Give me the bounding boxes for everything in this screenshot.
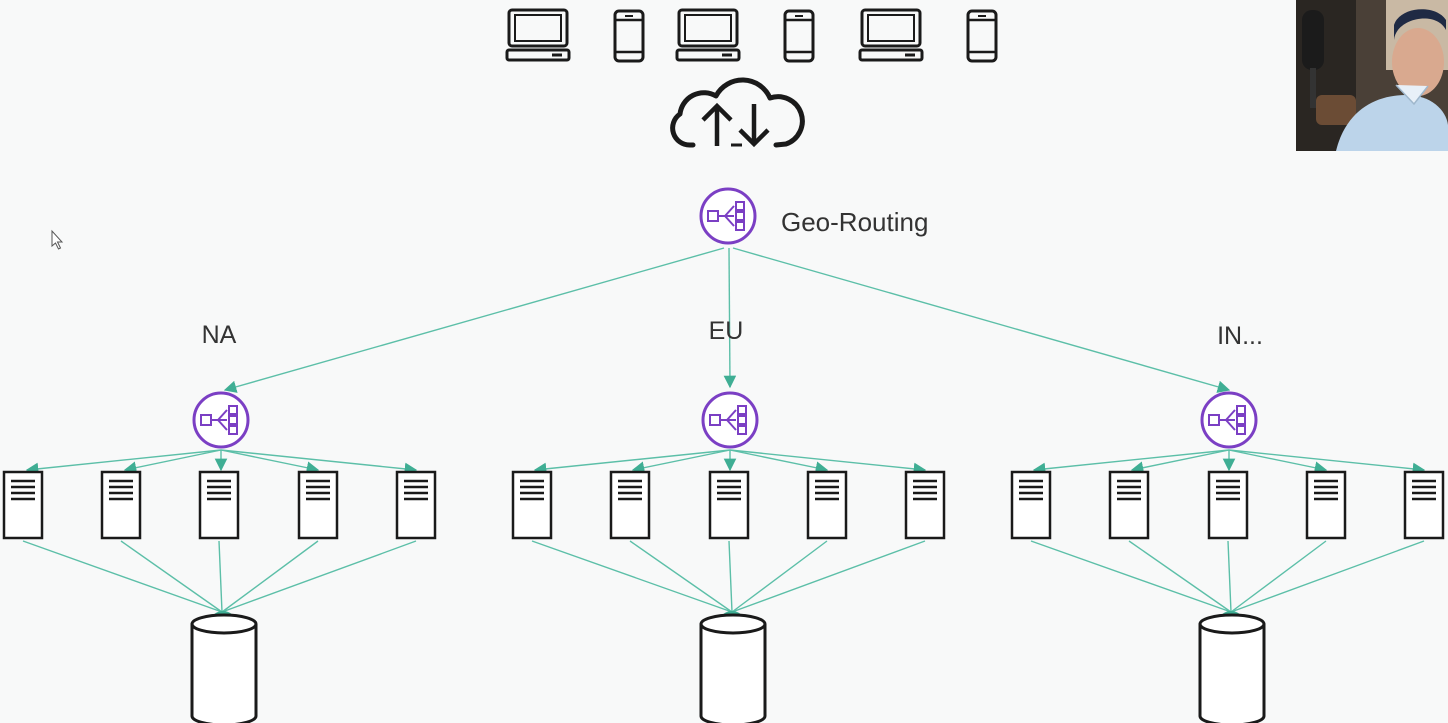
- geo-routing-links: [223, 247, 1231, 393]
- server-icon: [100, 470, 142, 540]
- cloud-upload-download-icon: [670, 77, 805, 148]
- server-icon: [904, 470, 946, 540]
- na-lb-links: [25, 449, 418, 476]
- region-eu: [511, 391, 946, 723]
- in-db-links: [1030, 540, 1425, 613]
- server-icon: [609, 470, 651, 540]
- server-icon: [1108, 470, 1150, 540]
- webcam-presenter-icon: [1296, 0, 1448, 151]
- server-icon: [2, 470, 44, 540]
- webcam-overlay: [1296, 0, 1448, 151]
- phone-icon: [966, 9, 998, 63]
- laptop-icon: [858, 8, 924, 62]
- laptop-icon: [505, 8, 571, 62]
- geo-routing-load-balancer-icon: [699, 187, 757, 245]
- eu-load-balancer-icon: [701, 391, 759, 449]
- database-icon: [1198, 613, 1266, 723]
- server-icon: [1305, 470, 1347, 540]
- region-na: [2, 391, 437, 723]
- region-label-na: NA: [202, 321, 237, 349]
- server-icon: [1403, 470, 1445, 540]
- na-db-links: [22, 540, 417, 613]
- client-devices: [505, 8, 998, 63]
- server-icon: [395, 470, 437, 540]
- na-load-balancer-icon: [192, 391, 250, 449]
- region-label-eu: EU: [709, 317, 744, 345]
- server-icon: [708, 470, 750, 540]
- server-icon: [297, 470, 339, 540]
- in-load-balancer-icon: [1200, 391, 1258, 449]
- database-icon: [190, 613, 258, 723]
- mouse-cursor-icon: [51, 229, 64, 250]
- in-lb-links: [1032, 449, 1426, 476]
- database-icon: [699, 613, 767, 723]
- region-in: [1010, 391, 1445, 723]
- eu-lb-links: [533, 449, 927, 476]
- server-icon: [511, 470, 553, 540]
- laptop-icon: [675, 8, 741, 62]
- server-icon: [1010, 470, 1052, 540]
- phone-icon: [783, 9, 815, 63]
- eu-db-links: [531, 540, 926, 613]
- server-icon: [806, 470, 848, 540]
- server-icon: [198, 470, 240, 540]
- geo-routing-label: Geo-Routing: [781, 207, 928, 237]
- phone-icon: [613, 9, 645, 63]
- server-icon: [1207, 470, 1249, 540]
- region-label-in: IN...: [1217, 322, 1263, 350]
